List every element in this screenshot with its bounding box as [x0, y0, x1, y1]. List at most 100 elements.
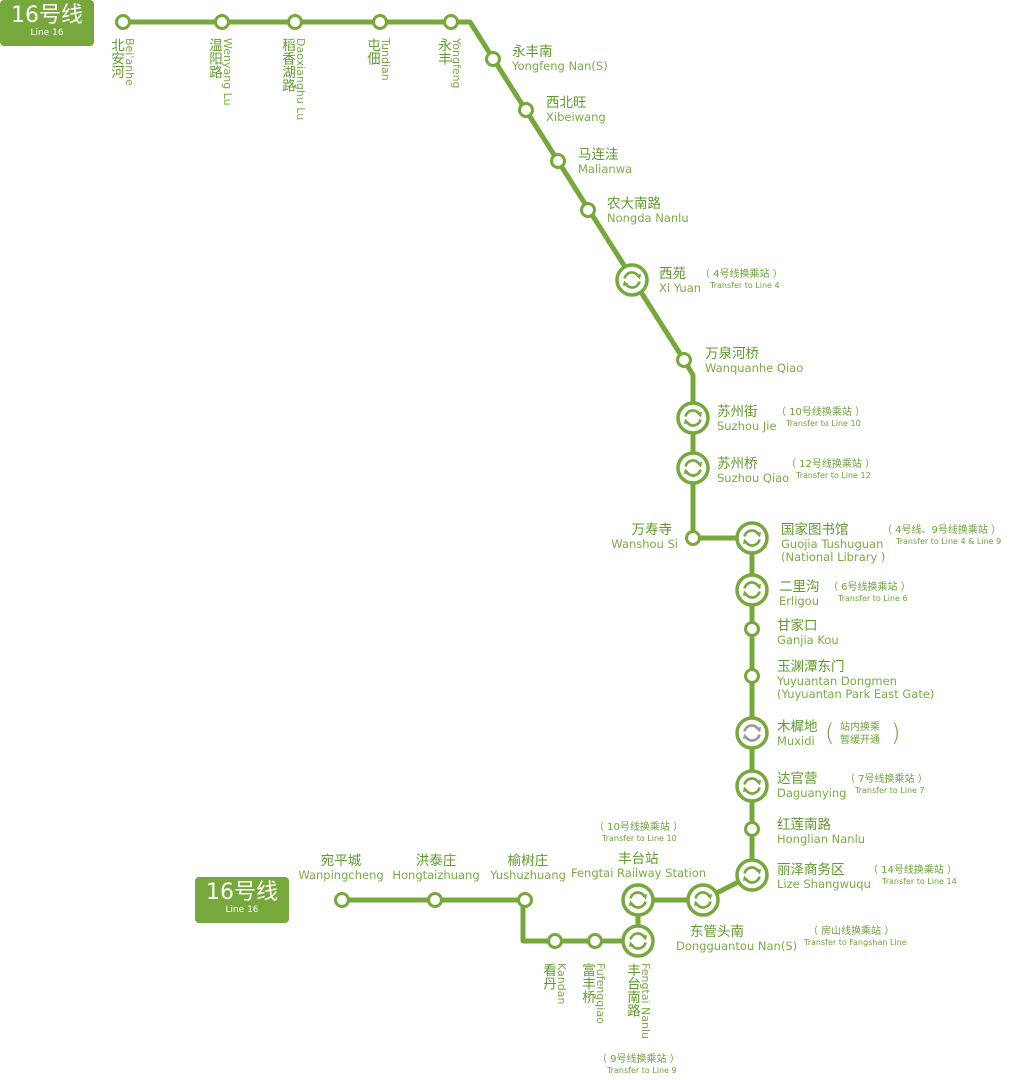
transfer-icon	[684, 409, 702, 427]
station-marker-xiyuan[interactable]	[615, 263, 649, 297]
station-marker-daguanying[interactable]	[735, 769, 769, 803]
transfer-note-fengtaizhan: （ 10号线换乘站 ） Transfer to Line 10	[594, 821, 683, 844]
transfer-note-erligou: （ 6号线换乘站 ） Transfer to Line 6	[828, 581, 911, 604]
station-marker-yongfengnan[interactable]	[485, 51, 501, 67]
station-name-cn: 永丰南	[512, 44, 553, 60]
station-marker-wanpingcheng[interactable]	[334, 892, 350, 908]
station-label-lizeshangwuqu: 丽泽商务区 Lize Shangwuqu	[777, 862, 871, 891]
station-marker-fengtainanlu[interactable]	[621, 924, 655, 958]
station-label-yuyuantandongmen: 玉渊潭东门 Yuyuantan Dongmen (Yuyuantan Park …	[777, 659, 934, 701]
station-label-fengtainanlu: 丰台南路 Fengtai Nanlu	[624, 963, 652, 1039]
station-label-yushuzhuang: 榆树庄 Yushuzhuang	[486, 853, 570, 882]
station-name-cn: 榆树庄	[507, 853, 549, 869]
station-marker-lizeshangwuqu[interactable]	[735, 858, 769, 892]
station-marker-daoxianghulu[interactable]	[287, 14, 303, 30]
station-marker-wanshousi[interactable]	[685, 530, 701, 546]
station-name-en-alt: (Yuyuantan Park East Gate)	[777, 687, 935, 701]
station-name-cn: 国家图书馆	[781, 522, 849, 538]
station-name-en: Wenyang Lu	[221, 38, 234, 106]
station-marker-yuyuantandongmen[interactable]	[744, 668, 760, 684]
transfer-en: Transfer to Line 12	[796, 471, 871, 480]
station-name-cn: 万寿寺	[631, 522, 673, 538]
transfer-cn: （ 房山线换乘站 ）	[808, 926, 895, 937]
transfer-note-suzhoujie: （ 10号线换乘站 ） Transfer to Line 10	[776, 406, 865, 429]
station-marker-erligou[interactable]	[735, 573, 769, 607]
transfer-en: Transfer to Line 4	[710, 281, 780, 290]
station-marker-beianhe[interactable]	[115, 14, 131, 30]
station-marker-nongdananlu[interactable]	[580, 202, 596, 218]
station-label-guojiatushuguan: 国家图书馆 Guojia Tushuguan (National Library…	[781, 522, 885, 564]
station-marker-tundian[interactable]	[372, 14, 388, 30]
station-marker-kandan[interactable]	[547, 933, 563, 949]
station-label-hongtaizhuang: 洪泰庄 Hongtaizhuang	[390, 853, 482, 882]
station-name-en: Suzhou Qiao	[717, 471, 790, 485]
station-label-suzhouqiao: 苏州桥 Suzhou Qiao	[717, 456, 789, 485]
station-marker-honglian[interactable]	[744, 821, 760, 837]
station-name-cn: 玉渊潭东门	[777, 659, 845, 675]
station-name-en: Guojia Tushuguan	[781, 537, 884, 551]
station-name-en: Dongguantou Nan(S)	[676, 939, 798, 953]
station-marker-guojiatushuguan[interactable]	[735, 521, 769, 555]
transfer-icon	[629, 932, 647, 950]
muxidi-note-paren-left: (	[825, 719, 835, 747]
line-badge-top: 16号线 Line 16	[0, 0, 94, 46]
station-marker-muxidi[interactable]	[735, 716, 769, 750]
station-marker-dongguantounan[interactable]	[686, 883, 720, 917]
station-marker-suzhouqiao[interactable]	[676, 451, 710, 485]
station-name-en: Wanpingcheng	[298, 868, 384, 882]
station-label-muxidi: 木樨地 Muxidi	[777, 719, 818, 748]
station-label-suzhoujie: 苏州街 Suzhou Jie	[717, 404, 777, 433]
station-marker-ganjiakou[interactable]	[744, 621, 760, 637]
station-name-en: Yuyuantan Dongmen	[777, 674, 897, 688]
station-name-en: Wanshou Si	[611, 537, 678, 551]
station-label-tundian: 屯佃 Tundian	[364, 38, 392, 81]
station-label-fengtaizhan: 丰台站 Fengtai Railway Station	[571, 851, 706, 880]
station-name-en: Kandan	[555, 963, 568, 1005]
station-marker-fengtaizhan[interactable]	[621, 883, 655, 917]
transfer-en: Transfer to Line 4 & Line 9	[896, 537, 1002, 546]
station-name-en: Malianwa	[578, 162, 633, 176]
station-label-honglian: 红莲南路 Honglian Nanlu	[777, 817, 865, 846]
station-name-en: Nongda Nanlu	[607, 211, 689, 225]
station-label-yongfengnan: 永丰南 Yongfeng Nan(S)	[512, 44, 608, 73]
station-name-cn: 东管头南	[690, 924, 744, 940]
transfer-en: Transfer to Line 6	[838, 594, 908, 603]
station-marker-suzhoujie[interactable]	[676, 401, 710, 435]
station-label-yongfeng: 永丰 Yongfeng	[435, 38, 463, 89]
station-name-cn: 木樨地	[777, 719, 818, 735]
line-badge-top-cn: 16号线	[11, 3, 83, 28]
transfer-en: Transfer to Line 10	[786, 419, 861, 428]
station-marker-hongtaizhuang[interactable]	[427, 892, 443, 908]
station-name-cn: 达官营	[777, 771, 818, 787]
station-name-en: Yushuzhuang	[490, 868, 566, 882]
transfer-icon	[743, 866, 761, 884]
station-name-cn: 二里沟	[779, 579, 820, 595]
station-name-cn: 北安河	[108, 38, 124, 79]
transfer-note-daguanying: （ 7号线换乘站 ） Transfer to Line 7	[845, 773, 928, 796]
station-name-en: Hongtaizhuang	[392, 868, 480, 882]
station-marker-malianwa[interactable]	[550, 153, 566, 169]
station-name-cn: 苏州街	[717, 404, 758, 420]
station-marker-fufengqiao[interactable]	[587, 933, 603, 949]
station-label-wanpingcheng: 宛平城 Wanpingcheng	[296, 853, 386, 882]
muxidi-note-paren-right: )	[891, 719, 901, 747]
station-marker-wanquanheqiao[interactable]	[676, 352, 692, 368]
transfer-icon	[694, 891, 712, 909]
transfer-cn: （ 14号线换乘站 ）	[868, 865, 958, 876]
station-name-cn: 红莲南路	[777, 817, 831, 833]
station-name-en: Yongfeng	[450, 38, 463, 89]
station-name-en: Tundian	[379, 38, 392, 81]
transfer-cn: （ 10号线换乘站 ）	[594, 822, 684, 833]
station-marker-xibeiwang[interactable]	[518, 102, 534, 118]
station-name-en: Bei'anhe	[123, 38, 136, 86]
transfer-cn: （ 12号线换乘站 ）	[786, 459, 876, 470]
station-marker-yushuzhuang[interactable]	[517, 892, 533, 908]
station-name-en: Honglian Nanlu	[777, 832, 866, 846]
station-name-en: Xibeiwang	[546, 110, 606, 124]
station-label-fufengqiao: 富丰桥 Fufengqiao	[579, 963, 607, 1024]
muxidi-note-line1: 站内换乘	[840, 722, 880, 733]
station-marker-yongfeng[interactable]	[443, 14, 459, 30]
station-marker-wenyanglu[interactable]	[214, 14, 230, 30]
station-name-en: Fufengqiao	[594, 963, 607, 1024]
